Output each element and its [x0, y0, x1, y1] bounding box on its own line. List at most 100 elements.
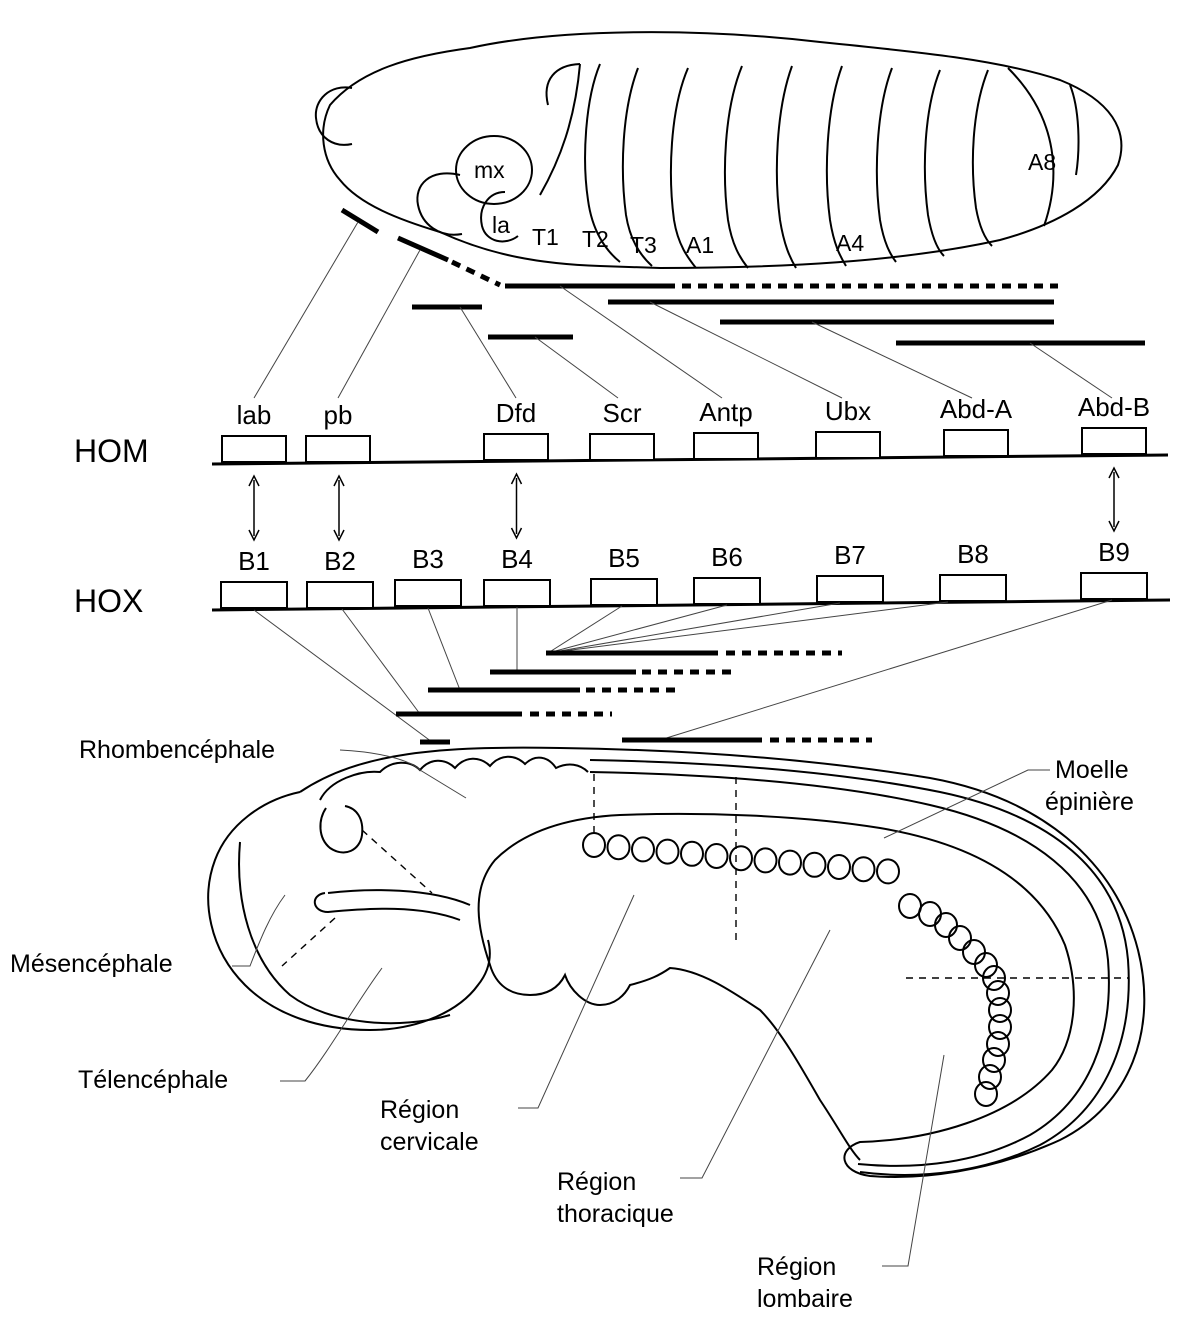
label-telencephale: Télencéphale: [78, 1066, 228, 1094]
label-lombaire-2: lombaire: [757, 1285, 853, 1313]
hom-gene-box-ubx: [816, 432, 880, 458]
mes-tel-boundary: [282, 918, 335, 966]
hox-gene-label-b7: B7: [834, 540, 866, 570]
fly-segment-lines: [540, 64, 1078, 268]
homology-arrow-abd-b-b9: [1109, 468, 1119, 531]
hox-cluster: HOX B1 B2 B3 B4 B5 B6 B7 B8 B9: [74, 537, 1170, 619]
label-lombaire-1: Région: [757, 1253, 836, 1281]
hom-gene-label-dfd: Dfd: [496, 398, 536, 428]
label-la: la: [492, 212, 510, 238]
label-t2: T2: [582, 226, 609, 252]
somite: [975, 953, 997, 977]
forebrain-ventricle: [315, 893, 460, 920]
hox-gene-box-b1: [221, 582, 287, 608]
somite: [632, 837, 654, 861]
somite: [949, 926, 971, 950]
rhombomere-bumps: [320, 757, 588, 800]
mes-rhomb-boundary: [362, 830, 432, 893]
somite: [681, 842, 703, 866]
hom-gene-label-abd-a: Abd-A: [940, 394, 1013, 424]
hom-gene-label-lab: lab: [237, 400, 272, 430]
somite: [755, 848, 777, 872]
somite: [828, 855, 850, 879]
homology-arrow-pb-b2: [334, 476, 344, 540]
label-t3: T3: [630, 232, 657, 258]
hox-gene-label-b5: B5: [608, 543, 640, 573]
homology-arrow-lab-b1: [249, 476, 259, 540]
leader-moelle: [884, 770, 1050, 838]
leader-cervicale: [518, 895, 634, 1108]
drosophila-embryo: mx la T1 T2 T3 A1 A4 A8: [316, 32, 1122, 268]
hom-gene-group: lab pb Dfd Scr Antp Ubx Abd-A Abd-B: [222, 392, 1150, 462]
hox-gene-label-b9: B9: [1098, 537, 1130, 567]
somite: [853, 857, 875, 881]
hom-gene-box-antp: [694, 433, 758, 459]
lab-domain-bar: [342, 210, 378, 232]
hox-row-label: HOX: [74, 583, 143, 619]
pb-domain-bar: [398, 238, 448, 260]
hox-gene-label-b4: B4: [501, 544, 533, 574]
somite: [804, 853, 826, 877]
midbrain-cleft: [320, 806, 362, 852]
neural-tube-outer: [239, 842, 450, 1023]
hox-gene-label-b3: B3: [412, 544, 444, 574]
somite: [877, 859, 899, 883]
somite: [963, 940, 985, 964]
hom-gene-box-lab: [222, 436, 286, 462]
label-moelle-2: épinière: [1045, 788, 1134, 816]
label-t1: T1: [532, 224, 559, 250]
hox-gene-group: B1 B2 B3 B4 B5 B6 B7 B8 B9: [221, 537, 1147, 608]
label-mx: mx: [474, 157, 505, 183]
label-cervicale-1: Région: [380, 1096, 459, 1124]
fly-mandible-lobe: [417, 173, 462, 234]
hom-gene-label-scr: Scr: [603, 398, 642, 428]
hox-gene-label-b2: B2: [324, 546, 356, 576]
hox-gene-box-b4: [484, 580, 550, 606]
hom-gene-label-pb: pb: [324, 400, 353, 430]
somite: [983, 1048, 1005, 1072]
hox-gene-box-b2: [307, 582, 373, 608]
hox-gene-label-b8: B8: [957, 539, 989, 569]
hox-gene-box-b8: [940, 575, 1006, 601]
somite: [608, 835, 630, 859]
label-mesencephale: Mésencéphale: [10, 950, 173, 978]
mouse-embryo: [208, 748, 1144, 1177]
hom-gene-label-ubx: Ubx: [825, 396, 871, 426]
leader-lombaire: [882, 1055, 944, 1266]
hox-gene-box-b9: [1081, 573, 1147, 599]
label-thoracique-2: thoracique: [557, 1200, 674, 1228]
homology-arrow-dfd-b4: [512, 474, 522, 538]
label-cervicale-2: cervicale: [380, 1128, 479, 1156]
hom-gene-box-dfd: [484, 434, 548, 460]
leader-thoracique: [680, 930, 830, 1178]
hom-gene-box-pb: [306, 436, 370, 462]
hom-gene-box-abd-a: [944, 430, 1008, 456]
label-moelle-1: Moelle: [1055, 756, 1129, 784]
hom-row-label: HOM: [74, 433, 149, 469]
hox-gene-label-b6: B6: [711, 542, 743, 572]
hox-gene-box-b3: [395, 580, 461, 606]
somite: [583, 833, 605, 857]
somite-chain: [583, 833, 1011, 1106]
somite: [706, 844, 728, 868]
somite: [987, 981, 1009, 1005]
somite: [935, 913, 957, 937]
label-a1: A1: [686, 232, 714, 258]
somite: [919, 902, 941, 926]
hom-gene-box-abd-b: [1082, 428, 1146, 454]
somite: [779, 851, 801, 875]
label-a8: A8: [1028, 149, 1056, 175]
hom-gene-box-scr: [590, 434, 654, 460]
somite: [989, 1015, 1011, 1039]
label-a4: A4: [836, 230, 864, 256]
leader-telencephale: [280, 968, 382, 1081]
somite: [899, 894, 921, 918]
label-rhombencephale: Rhombencéphale: [79, 736, 275, 764]
hom-gene-label-abd-b: Abd-B: [1078, 392, 1150, 422]
hox-gene-label-b1: B1: [238, 546, 270, 576]
hom-gene-label-antp: Antp: [699, 397, 753, 427]
somite: [657, 840, 679, 864]
forebrain-ventricle-2: [328, 890, 470, 905]
embryo-labels: Rhombencéphale Mésencéphale Télencéphale…: [10, 736, 1134, 1313]
hox-gene-box-b7: [817, 576, 883, 602]
